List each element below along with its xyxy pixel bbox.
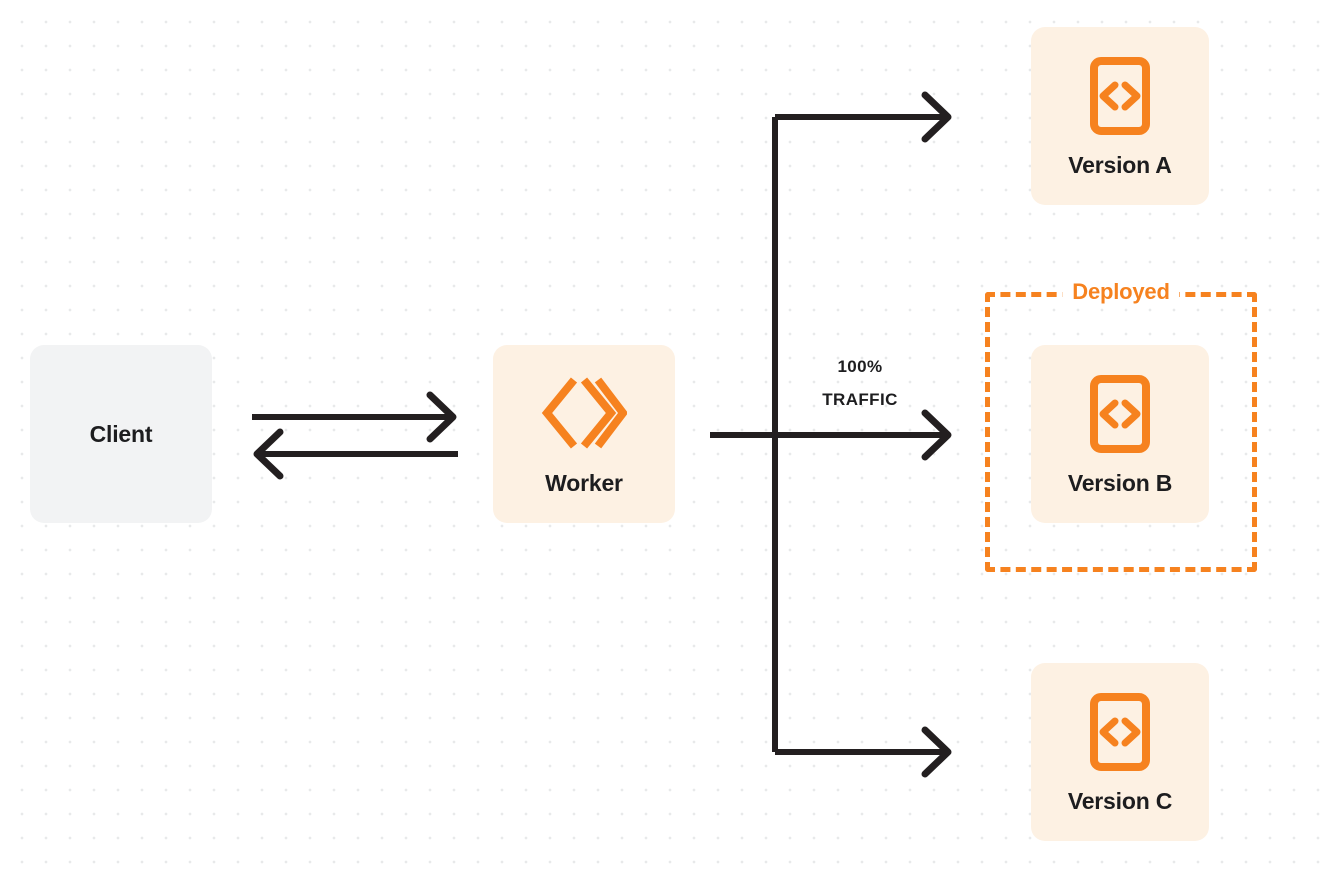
traffic-percent: 100% [837, 357, 883, 376]
node-version-c-label: Version C [1067, 787, 1173, 814]
node-version-a[interactable]: Version A [1031, 27, 1209, 205]
traffic-label: 100% TRAFFIC [790, 350, 930, 416]
arrowhead-to-client [253, 428, 284, 480]
node-version-b[interactable]: Version B [1031, 345, 1209, 523]
arrowhead-to-version-c [921, 726, 952, 778]
node-client-label: Client [89, 420, 153, 447]
code-file-icon [1089, 374, 1151, 454]
node-worker-label: Worker [545, 469, 623, 496]
arrowhead-to-version-b [921, 409, 952, 461]
code-file-icon [1089, 56, 1151, 136]
node-client[interactable]: Client [30, 345, 212, 523]
node-version-b-label: Version B [1067, 469, 1173, 496]
code-file-icon [1089, 692, 1151, 772]
deployed-group: Deployed [985, 281, 1257, 572]
deployed-group-label: Deployed [1062, 281, 1180, 303]
arrowhead-to-version-a [921, 91, 952, 143]
node-version-c[interactable]: Version C [1031, 663, 1209, 841]
node-version-a-label: Version A [1068, 151, 1172, 178]
traffic-word: TRAFFIC [822, 390, 898, 410]
arrowhead-to-worker [426, 391, 457, 443]
cloudflare-workers-logo-icon [541, 374, 627, 452]
node-worker[interactable]: Worker [493, 345, 675, 523]
